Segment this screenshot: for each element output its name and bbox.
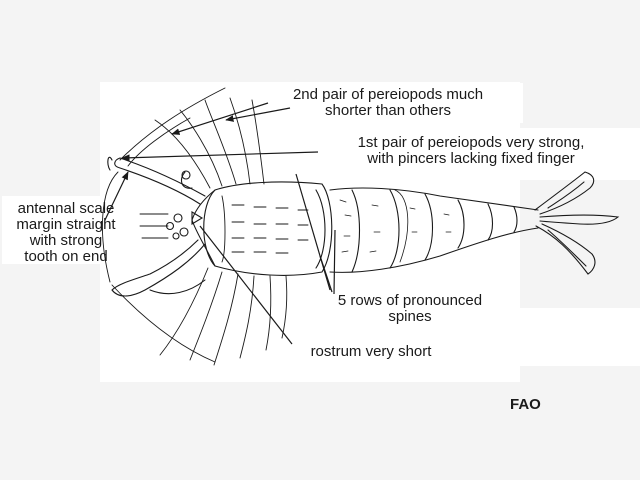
label-antennal-scale: antennal scale margin straight with stro… [4,201,128,265]
label-line: with strong [29,232,103,249]
label-line: spines [388,308,432,325]
label-rostrum: rostrum very short [310,343,432,360]
label-line: 5 rows of pronounced [337,292,483,309]
head-region [139,189,216,267]
label-1st-pereiopods: 1st pair of pereiopods very strong, with… [312,135,630,167]
abdomen [329,187,539,273]
label-line: margin straight [16,216,116,233]
label-line: 1st pair of pereiopods very strong, [357,134,585,151]
first-pereiopods [107,156,206,297]
label-line: tooth on end [24,248,108,265]
label-2nd-pereiopods: 2nd pair of pereiopods much shorter than… [258,87,518,119]
label-line: shorter than others [325,102,451,119]
label-line: antennal scale [17,200,115,217]
label-line: with pincers lacking fixed finger [367,150,575,167]
carapace [203,181,333,276]
pointer-lines [104,102,336,345]
walking-legs [154,97,288,366]
antennae [102,87,226,363]
label-spine-rows: 5 rows of pronounced spines [316,293,504,325]
label-line: 2nd pair of pereiopods much [292,86,484,103]
tail-fan [534,171,620,275]
source-credit: FAO [510,396,541,413]
